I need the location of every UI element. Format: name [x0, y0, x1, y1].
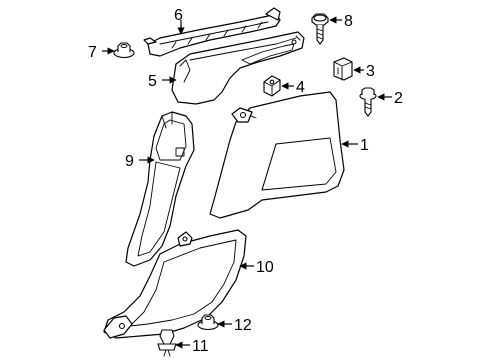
part-1-quarter-panel: [209, 91, 345, 219]
part-9-pillar-trim: [125, 111, 195, 267]
part-12-nut: [197, 314, 219, 331]
callout-9: 9: [125, 153, 134, 170]
part-10-lower-trim: [103, 229, 247, 339]
callout-8: 8: [344, 13, 353, 30]
part-6-rail: [143, 7, 281, 57]
part-7-nut: [113, 42, 135, 59]
part-11-push-clip: [157, 329, 177, 357]
leader-lines: [102, 16, 392, 349]
callout-10: 10: [256, 259, 274, 276]
part-8-screw: [311, 13, 329, 45]
callout-7: 7: [88, 44, 97, 61]
callout-labels: 1 2 3 4 5 6 7 8 9 10 11 12: [88, 7, 403, 355]
part-3-clip: [333, 57, 353, 81]
callout-2: 2: [394, 90, 403, 107]
callout-5: 5: [148, 73, 157, 90]
callout-6: 6: [174, 7, 183, 24]
part-2-screw: [359, 87, 377, 117]
part-4-retainer: [263, 75, 281, 97]
callout-1: 1: [360, 137, 369, 154]
callout-4: 4: [296, 79, 305, 96]
callout-12: 12: [234, 317, 252, 334]
callout-11: 11: [192, 338, 209, 355]
part-5-upper-trim: [171, 31, 305, 105]
callout-3: 3: [366, 63, 375, 80]
